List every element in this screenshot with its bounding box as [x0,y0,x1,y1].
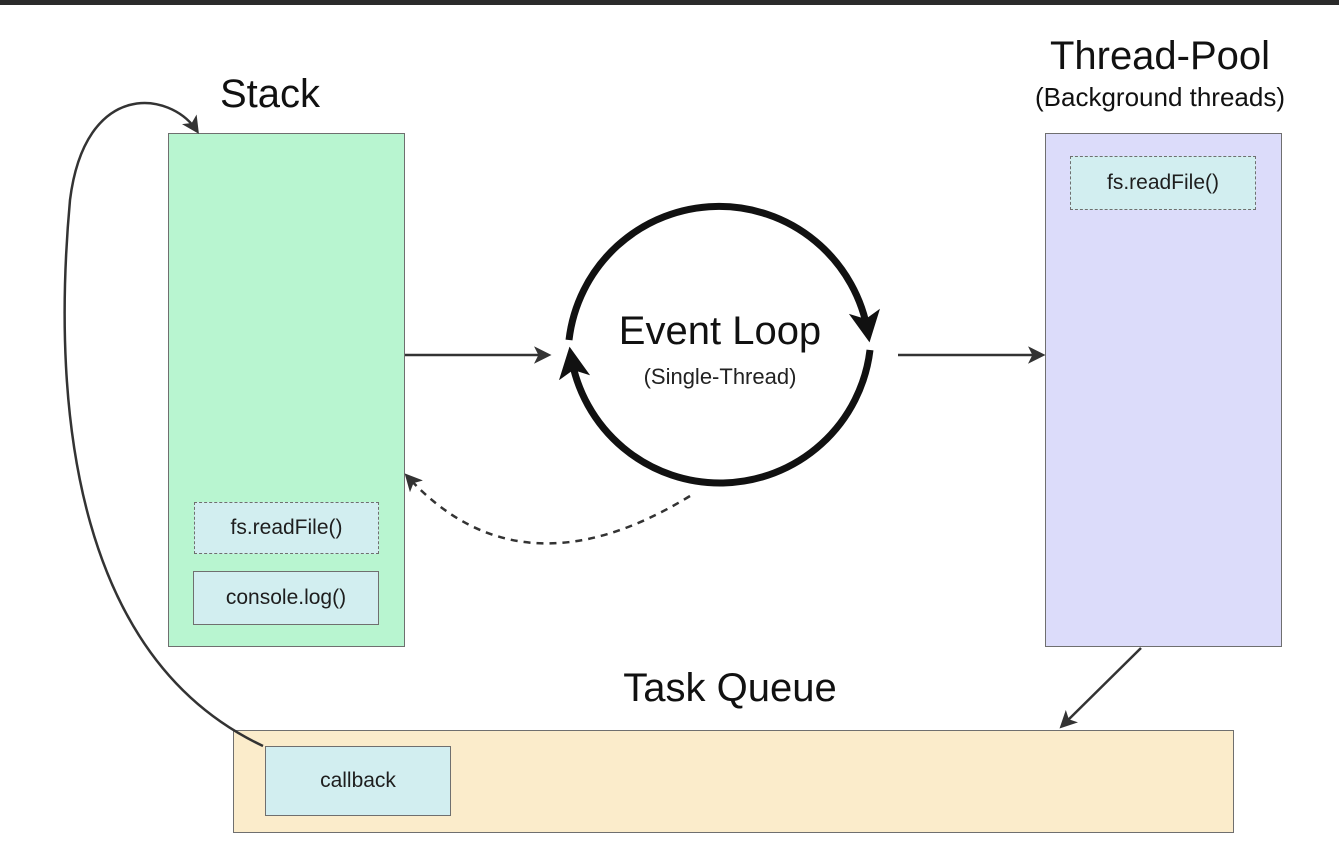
top-border [0,0,1339,5]
arrow-callback-to-stack [63,101,264,748]
arrow-loop-to-stack-dashed [404,473,691,545]
stack-item-fs-readfile: fs.readFile() [194,502,379,554]
stack-item-console-log: console.log() [193,571,379,625]
thread-pool-title: Thread-Pool [1049,34,1271,78]
event-loop-title: Event Loop [618,309,822,353]
event-loop-arc-top [565,202,880,343]
thread-pool-subtitle: (Background threads) [1034,82,1286,112]
thread-pool-item-fs-readfile: fs.readFile() [1070,156,1256,210]
stack-title: Stack [219,72,321,116]
task-queue-item-callback: callback [265,746,451,816]
task-queue-title: Task Queue [623,666,837,710]
thread-pool-container [1045,133,1282,647]
event-loop-subtitle: (Single-Thread) [643,364,797,389]
arrow-pool-to-queue [1059,647,1142,729]
stack-container [168,133,405,647]
event-loop-arc-bottom [558,346,874,487]
